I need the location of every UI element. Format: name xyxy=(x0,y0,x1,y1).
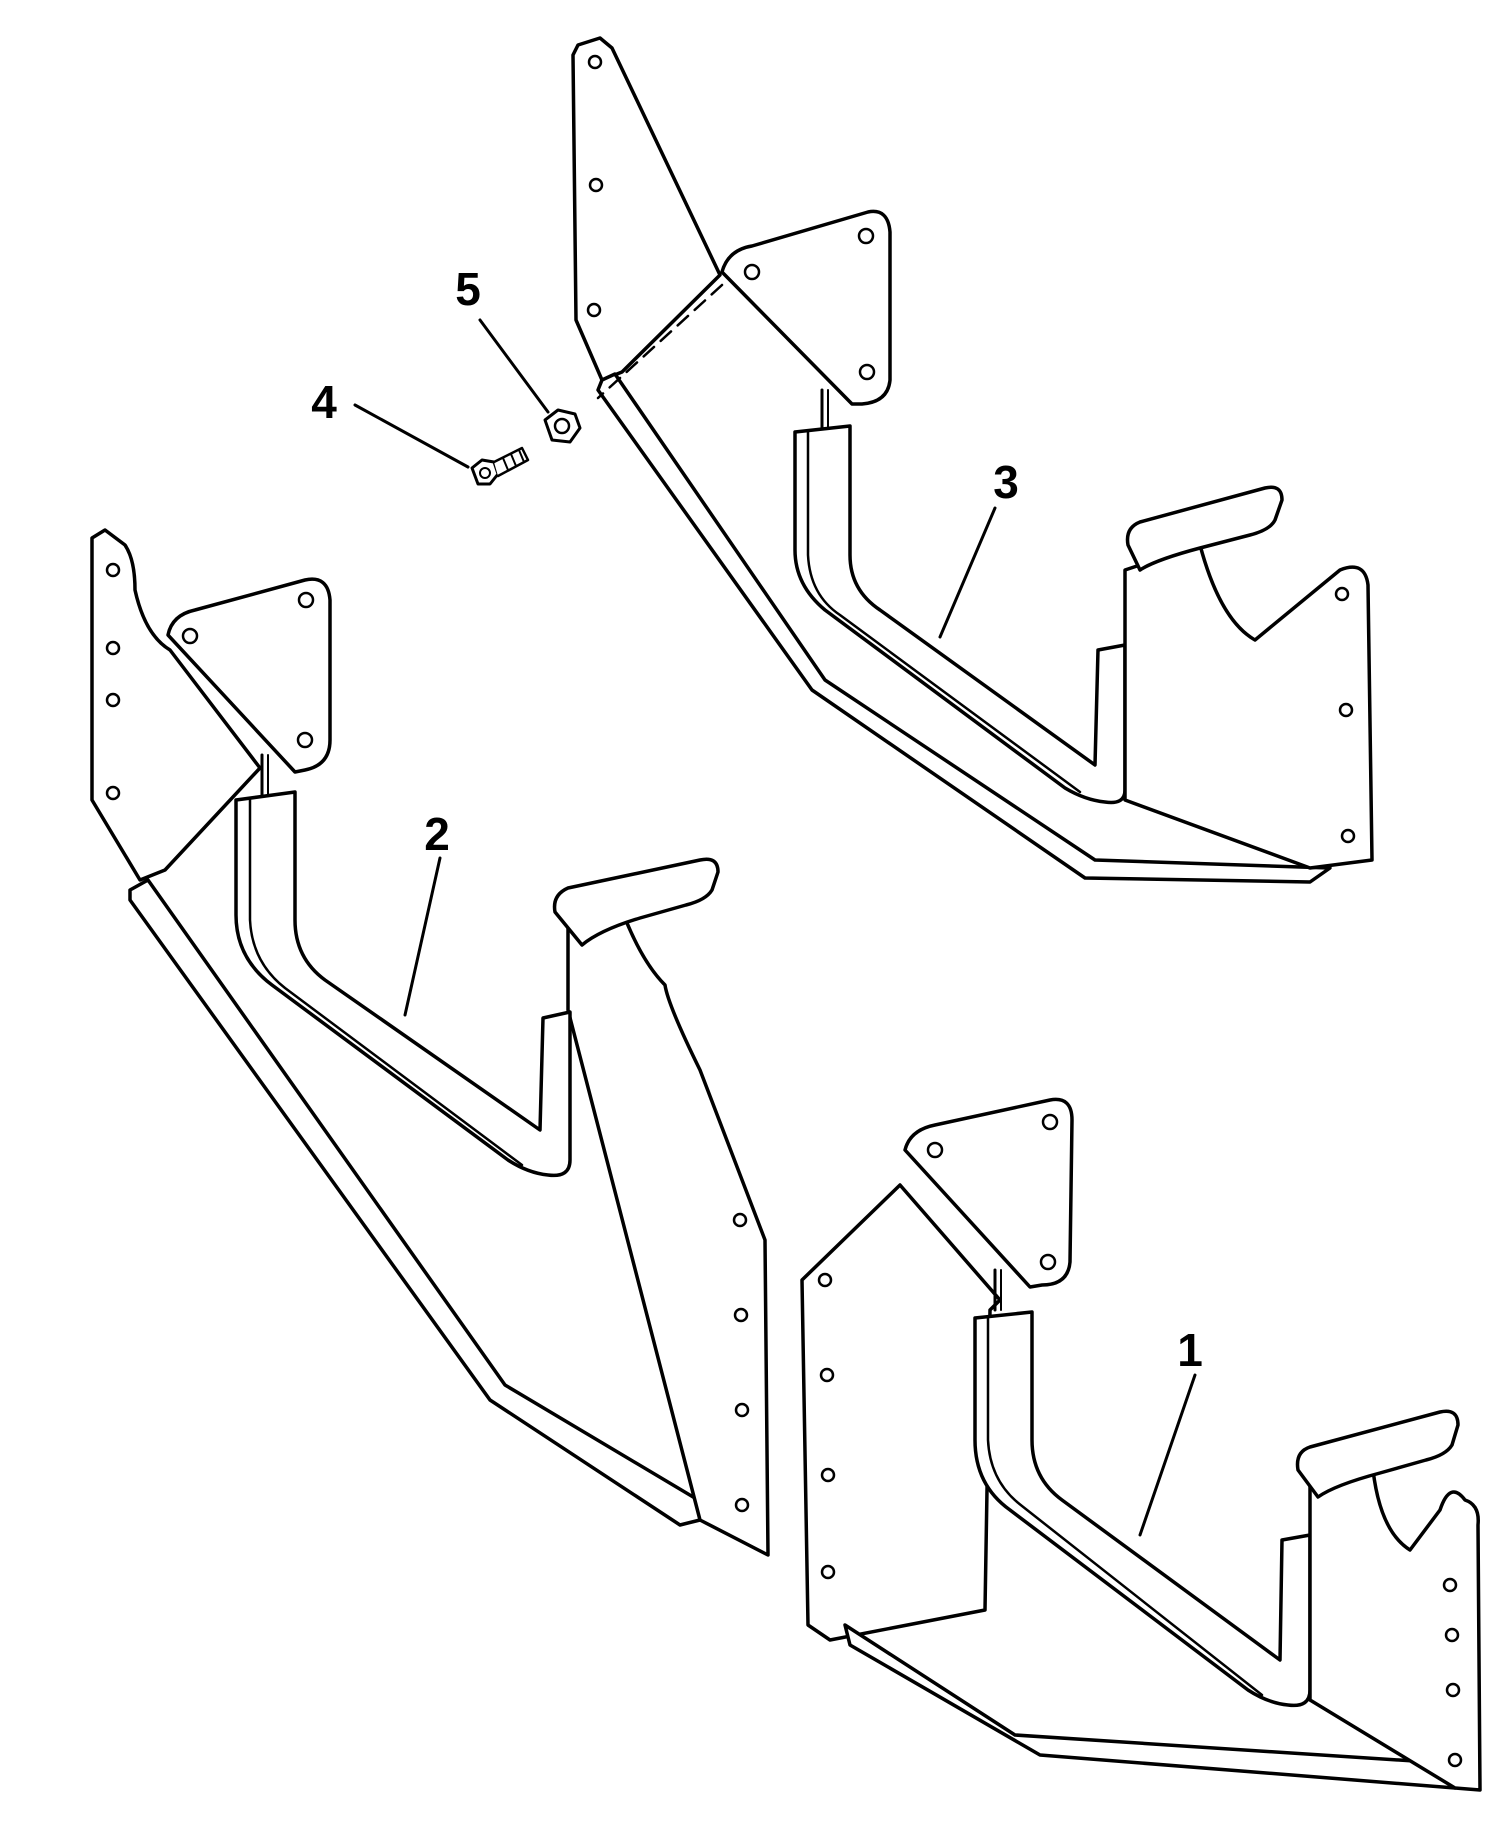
bracket-3-triangle-plate xyxy=(722,211,890,404)
bracket-1-triangle-plate xyxy=(905,1099,1072,1287)
callout-5: 5 xyxy=(455,263,481,315)
leader-5 xyxy=(478,318,550,414)
bracket-1-holes xyxy=(817,1113,1463,1768)
bracket-3-side-plate xyxy=(1125,545,1372,868)
bracket-1-arm xyxy=(1298,1411,1459,1497)
callout-1: 1 xyxy=(1177,1324,1203,1376)
leader-4 xyxy=(353,403,470,469)
bracket-2-holes xyxy=(105,562,750,1513)
leader-lines xyxy=(353,318,1197,1537)
leader-1 xyxy=(1138,1373,1197,1537)
bracket-part-3 xyxy=(573,38,1372,882)
bracket-part-1 xyxy=(802,1099,1480,1790)
bracket-2-channel xyxy=(236,792,570,1175)
bracket-1-channel xyxy=(975,1312,1310,1705)
nut-icon xyxy=(543,408,582,444)
callout-4: 4 xyxy=(311,376,337,428)
bracket-2-arm xyxy=(555,859,718,945)
bracket-3-plate xyxy=(573,38,720,380)
bracket-3-holes xyxy=(586,54,1356,844)
bracket-3-flange xyxy=(598,374,1330,882)
bracket-2-triangle-plate xyxy=(168,579,330,772)
callout-3: 3 xyxy=(993,456,1019,508)
leader-2 xyxy=(403,856,442,1017)
callout-2: 2 xyxy=(424,808,450,860)
bracket-3-arm xyxy=(1128,487,1283,570)
bracket-2-side-plate xyxy=(568,905,768,1555)
bracket-1-side-plate xyxy=(1310,1460,1480,1790)
bracket-3-channel xyxy=(795,426,1125,803)
leader-3 xyxy=(938,506,997,639)
bolt-icon xyxy=(470,446,530,486)
bracket-2-plate xyxy=(92,530,260,880)
bracket-part-2 xyxy=(92,530,768,1555)
